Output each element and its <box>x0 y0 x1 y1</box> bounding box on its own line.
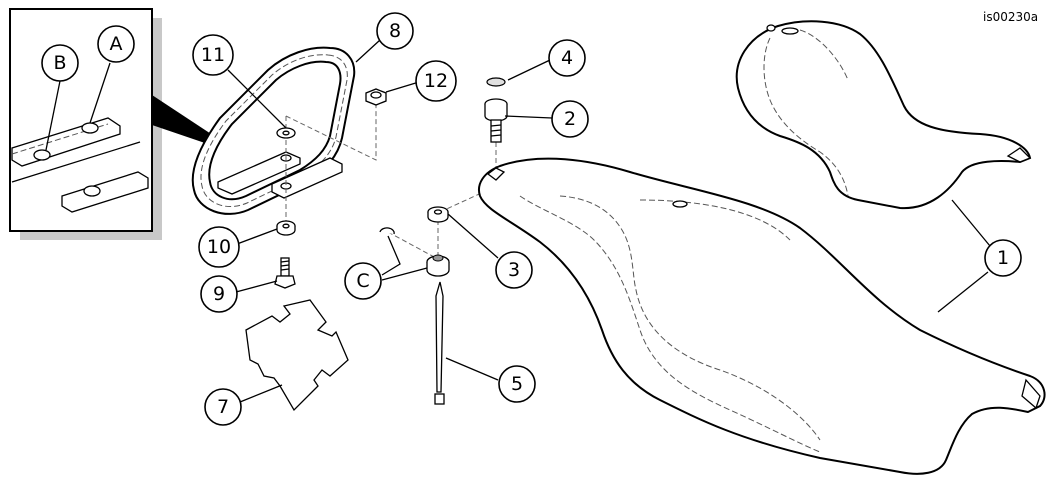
callout-12: 12 <box>415 60 457 102</box>
inset-strap-lower <box>61 171 149 213</box>
svg-text:9: 9 <box>213 283 225 305</box>
washer-part-3 <box>427 206 449 223</box>
rider-seat-part-1 <box>478 157 1046 475</box>
svg-text:A: A <box>110 33 123 55</box>
callout-1: 1 <box>984 239 1022 277</box>
svg-text:10: 10 <box>207 236 231 258</box>
callout-b: B <box>41 44 79 82</box>
detail-inset: A B <box>9 8 246 240</box>
svg-text:4: 4 <box>561 47 573 69</box>
callout-9: 9 <box>200 275 238 313</box>
cable-tie-part-5 <box>434 281 445 405</box>
pad-part-7 <box>245 299 349 412</box>
passenger-seat-part-1 <box>735 20 1032 210</box>
svg-text:8: 8 <box>389 20 401 42</box>
svg-text:C: C <box>356 270 369 292</box>
callout-10: 10 <box>198 226 240 268</box>
svg-text:B: B <box>53 52 66 74</box>
callout-11: 11 <box>192 34 234 76</box>
svg-text:11: 11 <box>201 44 225 66</box>
svg-text:5: 5 <box>511 373 523 395</box>
svg-text:7: 7 <box>217 396 229 418</box>
callout-a: A <box>97 25 135 63</box>
washer-part-10 <box>276 220 296 236</box>
inset-hole-b <box>33 149 51 161</box>
callout-5: 5 <box>498 365 536 403</box>
callout-3: 3 <box>495 251 533 289</box>
thumb-screw-part-2 <box>484 98 508 143</box>
washer-part-11 <box>276 127 296 139</box>
svg-text:12: 12 <box>424 70 448 92</box>
callout-7: 7 <box>204 388 242 426</box>
figure-reference-code: is00230a <box>983 10 1039 24</box>
callout-8: 8 <box>376 12 414 50</box>
svg-text:3: 3 <box>508 259 520 281</box>
leader-lines <box>227 39 991 403</box>
svg-text:2: 2 <box>564 108 576 130</box>
callout-2: 2 <box>551 100 589 138</box>
strap-loop-part-8 <box>191 46 356 215</box>
bolt-part-9 <box>274 257 296 289</box>
callout-4: 4 <box>548 39 586 77</box>
clip-part-c <box>379 227 450 277</box>
svg-text:1: 1 <box>997 247 1009 269</box>
callout-c: C <box>344 262 382 300</box>
nut-part-12 <box>365 88 387 106</box>
inset-hole-a <box>81 122 99 134</box>
washer-part-4 <box>486 77 506 87</box>
